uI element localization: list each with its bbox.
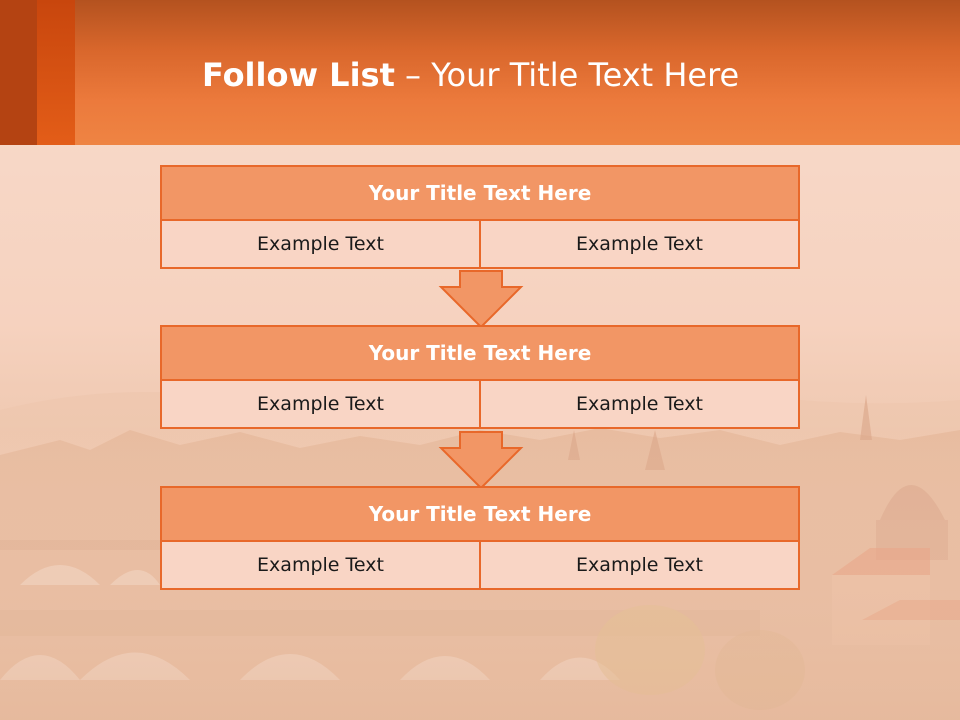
flow-block-1[interactable]: Your Title Text Here Example Text Exampl… bbox=[160, 165, 800, 269]
flow-block-title[interactable]: Your Title Text Here bbox=[160, 486, 800, 542]
flow-block-title[interactable]: Your Title Text Here bbox=[160, 325, 800, 381]
flow-block-3[interactable]: Your Title Text Here Example Text Exampl… bbox=[160, 486, 800, 590]
header-accent-stripe-dark bbox=[0, 0, 37, 145]
header-band bbox=[0, 0, 960, 145]
flow-block-2[interactable]: Your Title Text Here Example Text Exampl… bbox=[160, 325, 800, 429]
flow-block-cell-right[interactable]: Example Text bbox=[479, 540, 800, 590]
slide-title[interactable]: Follow List – Your Title Text Here bbox=[202, 56, 739, 94]
down-arrow-icon bbox=[438, 431, 524, 489]
header-accent-stripe-light bbox=[37, 0, 75, 145]
down-arrow-icon bbox=[438, 270, 524, 328]
flow-block-row: Example Text Example Text bbox=[160, 219, 800, 269]
flow-block-row: Example Text Example Text bbox=[160, 540, 800, 590]
flow-block-cell-right[interactable]: Example Text bbox=[479, 379, 800, 429]
flow-block-cell-left[interactable]: Example Text bbox=[160, 540, 481, 590]
flow-block-cell-left[interactable]: Example Text bbox=[160, 379, 481, 429]
flow-block-cell-left[interactable]: Example Text bbox=[160, 219, 481, 269]
slide-title-bold: Follow List bbox=[202, 56, 395, 94]
flow-block-cell-right[interactable]: Example Text bbox=[479, 219, 800, 269]
flow-block-row: Example Text Example Text bbox=[160, 379, 800, 429]
slide-title-rest: – Your Title Text Here bbox=[405, 56, 740, 94]
flow-block-title[interactable]: Your Title Text Here bbox=[160, 165, 800, 221]
